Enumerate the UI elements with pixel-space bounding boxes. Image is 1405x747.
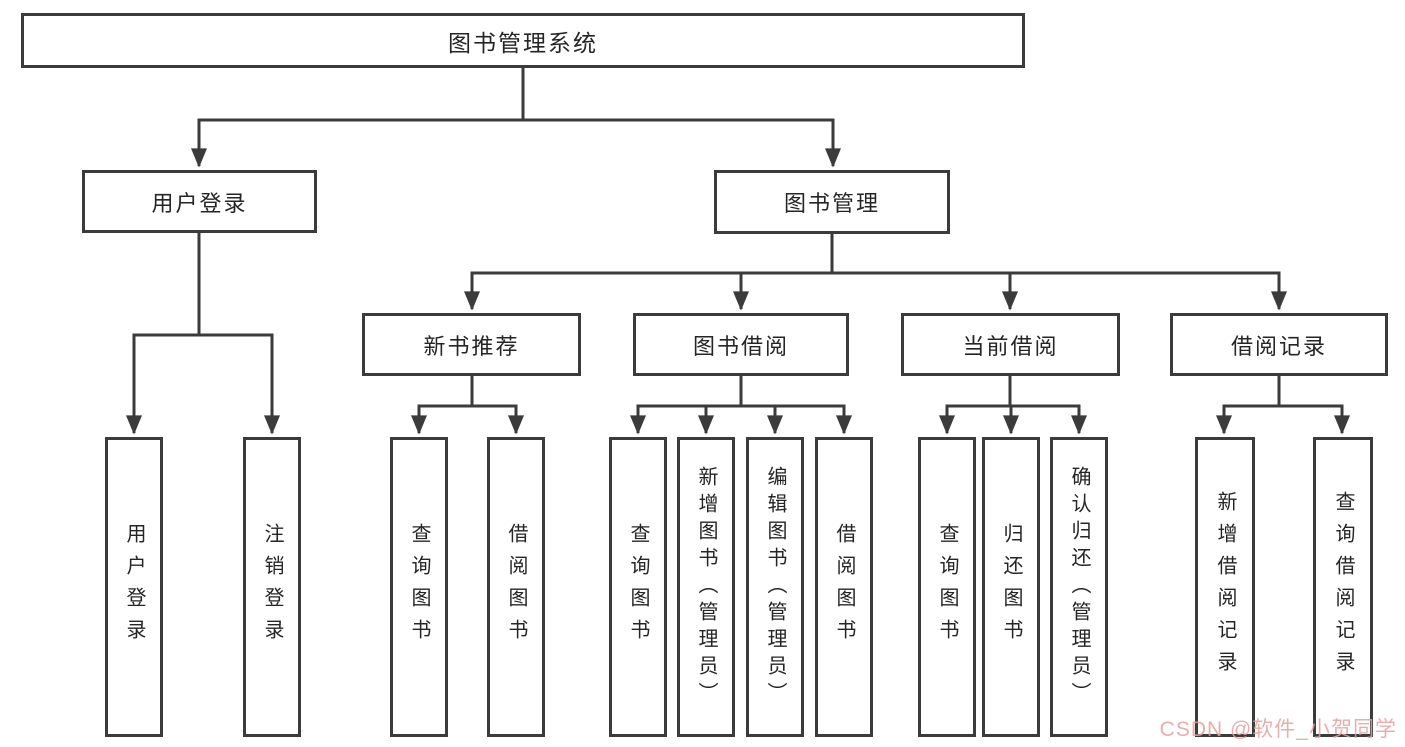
connector-user-login-to-leaves bbox=[126, 233, 280, 435]
leaf-add-borrow-record: 新增借阅记录 bbox=[1195, 437, 1255, 737]
leaf-edit-book-admin-label: 编辑图书（管理员） bbox=[764, 465, 786, 709]
node-user-login: 用户登录 bbox=[82, 170, 317, 233]
node-book-borrow: 图书借阅 bbox=[633, 313, 849, 376]
leaf-query-books-current: 查询图书 bbox=[918, 437, 976, 737]
connector-root-to-level2 bbox=[191, 68, 841, 168]
leaf-query-books-recommend-label: 查询图书 bbox=[408, 523, 430, 651]
leaf-add-borrow-record-label: 新增借阅记录 bbox=[1214, 491, 1236, 683]
node-new-book-recommend: 新书推荐 bbox=[362, 313, 581, 376]
node-current-borrow-label: 当前借阅 bbox=[962, 333, 1059, 359]
leaf-borrow-books-borrow-label: 借阅图书 bbox=[833, 523, 855, 651]
connector-book-borrow-to-leaves bbox=[630, 376, 852, 435]
node-borrow-records: 借阅记录 bbox=[1170, 313, 1388, 376]
leaf-query-borrow-record-label: 查询借阅记录 bbox=[1332, 491, 1354, 683]
leaf-add-book-admin: 新增图书（管理员） bbox=[677, 437, 735, 737]
leaf-query-books-current-label: 查询图书 bbox=[936, 523, 958, 651]
leaf-query-books-borrow: 查询图书 bbox=[609, 437, 667, 737]
leaf-query-books-recommend: 查询图书 bbox=[390, 437, 448, 737]
node-borrow-records-label: 借阅记录 bbox=[1230, 333, 1327, 359]
leaf-return-book: 归还图书 bbox=[982, 437, 1040, 737]
node-new-book-recommend-label: 新书推荐 bbox=[423, 333, 520, 359]
connector-new-book-recommend-to-leaves bbox=[411, 376, 524, 435]
leaf-borrow-books-recommend-label: 借阅图书 bbox=[505, 523, 527, 651]
leaf-query-books-borrow-label: 查询图书 bbox=[627, 523, 649, 651]
leaf-borrow-books-recommend: 借阅图书 bbox=[487, 437, 545, 737]
node-book-management-label: 图书管理 bbox=[783, 191, 880, 216]
leaf-add-book-admin-label: 新增图书（管理员） bbox=[695, 465, 717, 709]
node-root: 图书管理系统 bbox=[21, 13, 1025, 68]
connector-borrow-records-to-leaves bbox=[1216, 376, 1350, 435]
csdn-watermark: CSDN @软件_小贺同学 bbox=[1159, 718, 1397, 741]
leaf-logout-label: 注销登录 bbox=[261, 523, 283, 651]
connector-book-management-to-level3 bbox=[464, 234, 1287, 311]
connector-current-borrow-to-leaves bbox=[939, 376, 1087, 435]
node-root-label: 图书管理系统 bbox=[448, 29, 598, 56]
leaf-logout: 注销登录 bbox=[243, 437, 301, 737]
leaf-user-login-label: 用户登录 bbox=[123, 523, 145, 651]
leaf-user-login: 用户登录 bbox=[105, 437, 163, 737]
node-current-borrow: 当前借阅 bbox=[901, 313, 1120, 376]
leaf-confirm-return-admin: 确认归还（管理员） bbox=[1050, 437, 1108, 737]
node-book-borrow-label: 图书借阅 bbox=[692, 333, 789, 359]
leaf-return-book-label: 归还图书 bbox=[1000, 523, 1022, 651]
node-book-management: 图书管理 bbox=[714, 170, 950, 234]
leaf-borrow-books-borrow: 借阅图书 bbox=[815, 437, 873, 737]
leaf-confirm-return-admin-label: 确认归还（管理员） bbox=[1068, 465, 1090, 709]
leaf-query-borrow-record: 查询借阅记录 bbox=[1313, 437, 1373, 737]
node-user-login-label: 用户登录 bbox=[151, 190, 248, 216]
leaf-edit-book-admin: 编辑图书（管理员） bbox=[746, 437, 804, 737]
